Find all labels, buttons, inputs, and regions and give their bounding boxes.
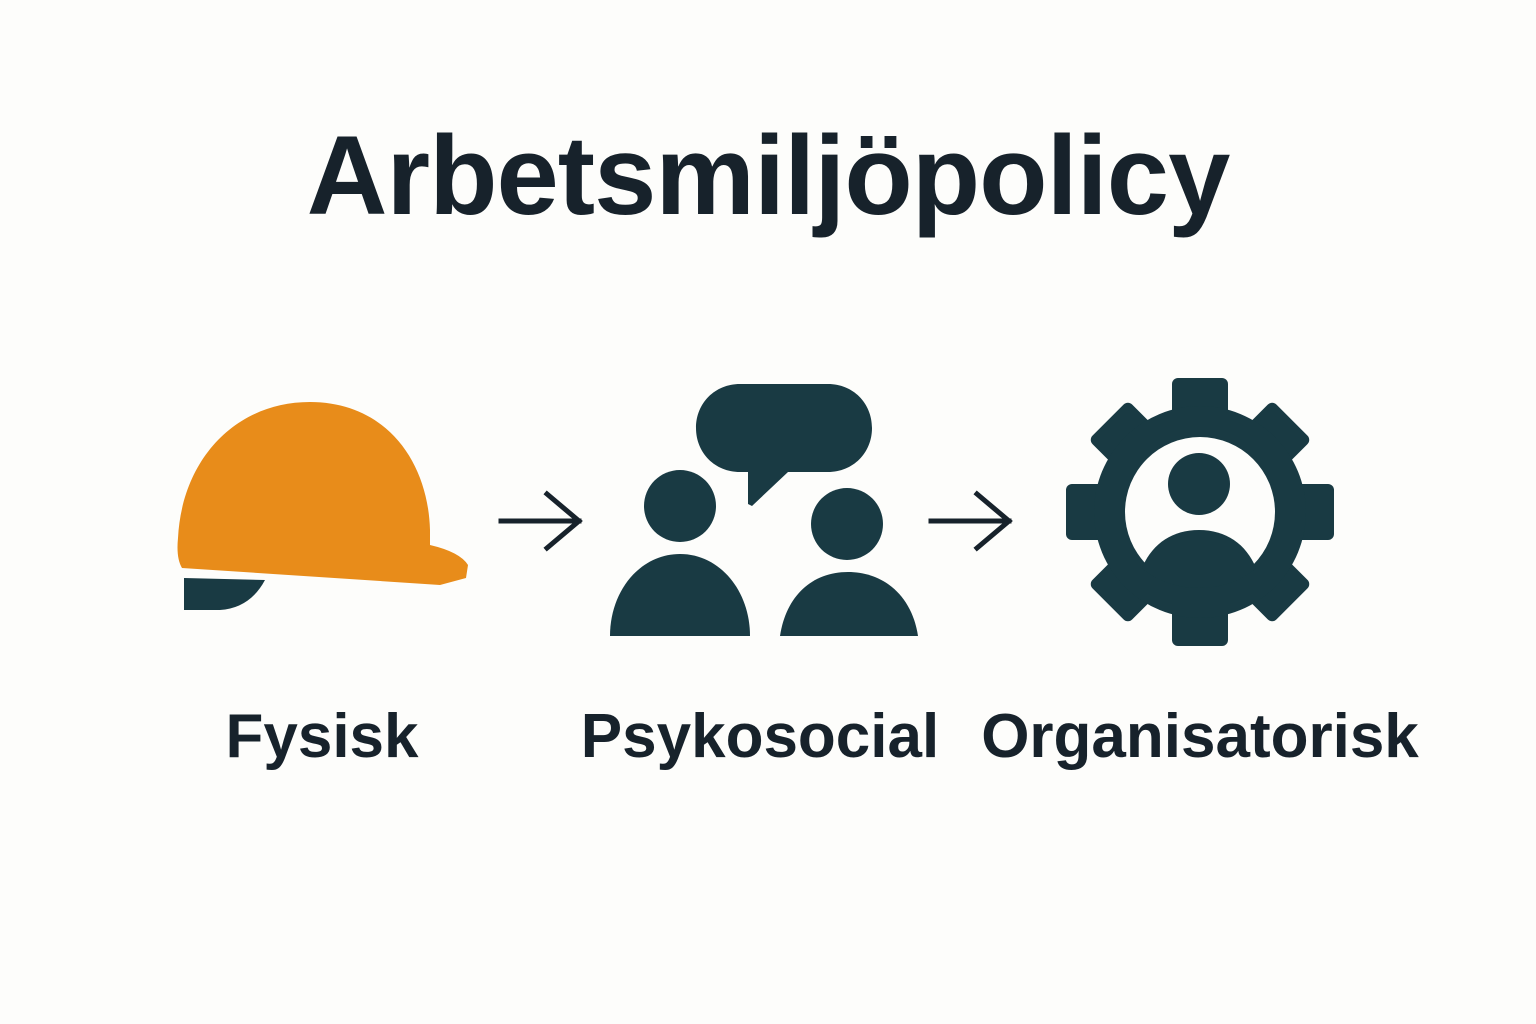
diagram-title: Arbetsmiljöpolicy — [306, 113, 1231, 238]
hard-hat-brim-shadow — [184, 578, 265, 610]
arrow-right-icon — [498, 490, 583, 552]
hard-hat-icon — [177, 402, 468, 610]
person-head — [1168, 453, 1230, 515]
arrow-right-icon — [928, 490, 1013, 552]
person-left-head — [644, 470, 716, 542]
label-psykosocial: Psykosocial — [580, 702, 940, 771]
person-body — [1142, 530, 1256, 588]
person-right-head — [811, 488, 883, 560]
people-chat-icon — [610, 384, 918, 636]
label-organisatorisk: Organisatorisk — [981, 702, 1419, 771]
label-fysisk: Fysisk — [225, 702, 419, 771]
gear-person-icon — [1066, 378, 1334, 646]
hard-hat-dome — [177, 402, 468, 585]
person-left-body — [610, 554, 750, 636]
person-right-body — [780, 572, 918, 636]
speech-bubble — [696, 384, 872, 506]
